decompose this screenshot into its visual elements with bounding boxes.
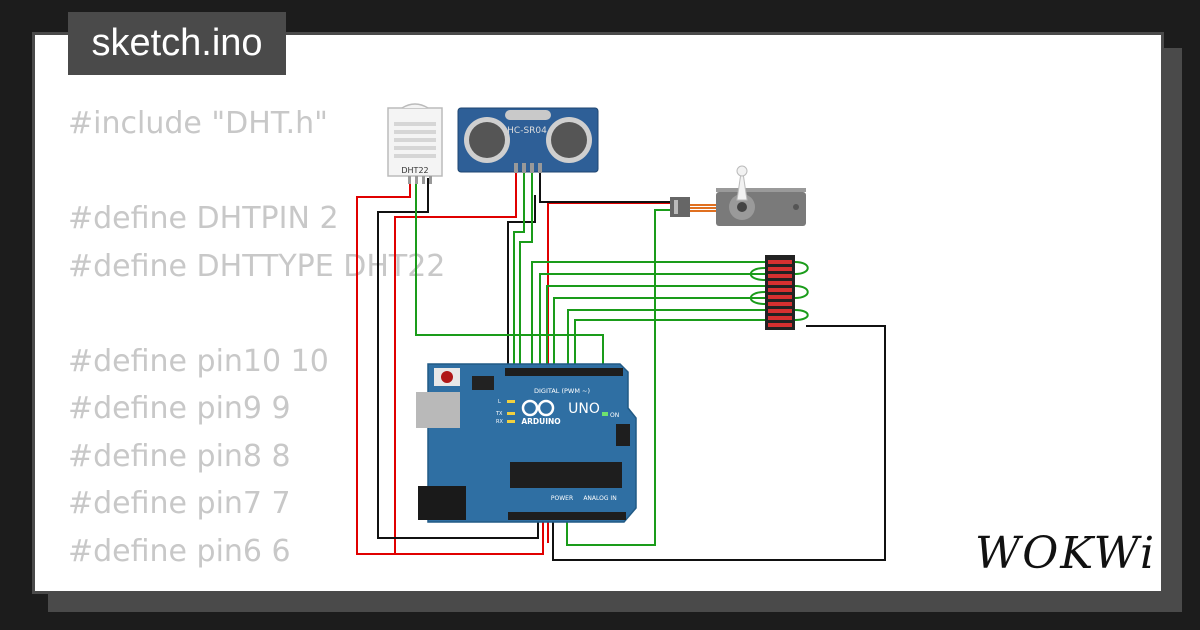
hc-sr04-sensor[interactable]: HC-SR04: [457, 107, 599, 173]
wire-sonar-trig: [513, 172, 525, 372]
wire-bar-4: [553, 297, 765, 372]
sonar-label: HC-SR04: [507, 126, 547, 136]
led-bar-graph[interactable]: [765, 255, 795, 330]
arduino-model: UNO: [568, 401, 600, 417]
dht-label: DHT22: [401, 166, 428, 175]
servo-motor[interactable]: [670, 165, 806, 226]
wire-bar-2: [539, 273, 765, 372]
wire-dht-vcc: [356, 178, 544, 555]
power-label: POWER: [551, 495, 573, 502]
usb-port: [416, 392, 460, 428]
arduino-uno-board[interactable]: DIGITAL (PWM ~) ARDUINO UNO ANALOG IN PO…: [416, 363, 637, 523]
code-line: #define pin10 10: [68, 343, 329, 379]
wire-bar-6: [574, 319, 765, 372]
arduino-brand: ARDUINO: [521, 417, 560, 426]
wire-sonar-vcc: [394, 172, 517, 554]
wire-servo-signal: [566, 209, 673, 546]
wire-gnd-header: [507, 195, 536, 372]
code-line: #define pin8 8: [68, 438, 291, 474]
code-preview: #include "DHT.h" #define DHTPIN 2 #defin…: [68, 100, 445, 575]
wire-dht-gnd: [377, 178, 539, 539]
wire-sonar-echo: [519, 172, 533, 372]
led-label-rx: RX: [496, 419, 503, 425]
code-line: #define pin7 7: [68, 486, 291, 521]
wire-bargraph-gnd: [552, 325, 886, 561]
file-name-tab[interactable]: sketch.ino: [68, 12, 286, 75]
analog-label: ANALOG IN: [583, 495, 616, 502]
wire-bar-3: [546, 285, 765, 372]
code-line: #define DHTPIN 2: [68, 201, 339, 236]
wire-bar-loops-left: [749, 267, 766, 305]
led-label-l: L: [498, 399, 501, 405]
power-jack: [418, 486, 466, 520]
led-label-tx: TX: [495, 411, 503, 417]
code-line: #include "DHT.h": [68, 106, 328, 141]
wire-dht-data: [415, 178, 604, 372]
wokwi-logo: WOKWi: [975, 528, 1157, 579]
dht22-sensor[interactable]: DHT22: [387, 103, 443, 184]
wire-bar-loops-right: [794, 261, 809, 321]
digital-header: [505, 368, 623, 376]
power-analog-header: [508, 512, 626, 520]
wire-sonar-gnd: [539, 172, 673, 203]
wire-bar-1: [531, 261, 765, 372]
code-line: #define pin9 9: [68, 391, 291, 426]
wire-bar-5: [567, 309, 765, 372]
arduino-logo-icon: [521, 399, 539, 417]
digital-label: DIGITAL (PWM ~): [534, 387, 590, 395]
on-label: ON: [610, 412, 619, 419]
code-line: #define pin6 6: [68, 533, 291, 569]
wires: [356, 172, 886, 561]
microcontroller-chip: [510, 462, 622, 488]
